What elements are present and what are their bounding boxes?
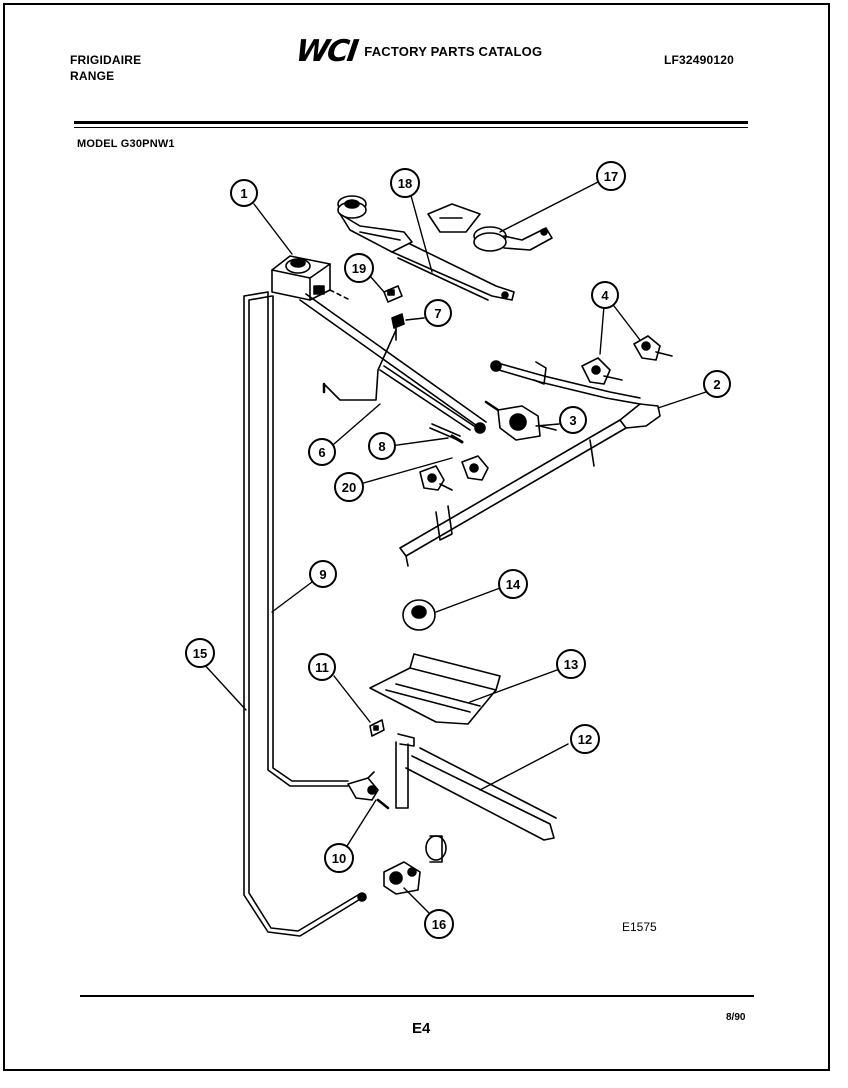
brand-block: FRIGIDAIRE RANGE — [70, 52, 141, 84]
callout-label: 20 — [342, 480, 356, 495]
callout-8: 8 — [368, 432, 396, 460]
callout-label: 15 — [193, 646, 207, 661]
callout-17: 17 — [596, 161, 626, 191]
callout-3: 3 — [559, 406, 587, 434]
part-baffle — [369, 653, 501, 725]
part-safety-valve — [383, 835, 447, 895]
figure-id: E1575 — [622, 920, 657, 934]
part-valve-manifold-bar — [399, 360, 661, 567]
catalog-title: FACTORY PARTS CATALOG — [364, 44, 543, 59]
callout-label: 1 — [240, 186, 247, 201]
callout-4: 4 — [591, 281, 619, 309]
callout-label: 17 — [604, 169, 618, 184]
footer-rule — [80, 995, 754, 997]
callout-19: 19 — [344, 253, 374, 283]
part-pilot-tubing — [322, 329, 475, 431]
document-number: LF32490120 — [664, 53, 735, 67]
callout-label: 10 — [332, 851, 346, 866]
callout-12: 12 — [570, 724, 600, 754]
callout-7: 7 — [424, 299, 452, 327]
callout-15: 15 — [185, 638, 215, 668]
callout-label: 6 — [318, 445, 325, 460]
part-oven-supply-tube — [267, 291, 349, 787]
page-frame — [3, 3, 830, 1071]
callout-label: 12 — [578, 732, 592, 747]
part-fitting — [391, 313, 405, 341]
callout-11: 11 — [308, 653, 336, 681]
leader-lines — [201, 181, 707, 915]
model-number: MODEL G30PNW1 — [77, 138, 175, 150]
callout-label: 16 — [432, 917, 446, 932]
callout-label: 13 — [564, 657, 578, 672]
part-clip — [369, 719, 385, 737]
part-manifold-pipe — [299, 289, 487, 434]
callout-label: 9 — [319, 567, 326, 582]
header-rule-thin — [74, 127, 748, 128]
callout-2: 2 — [703, 370, 731, 398]
part-burner-valve — [484, 400, 557, 441]
part-top-burner-right — [427, 203, 553, 252]
part-knob — [402, 599, 436, 631]
part-orifice-spud — [429, 423, 464, 444]
catalog-header: WCI FACTORY PARTS CATALOG — [294, 34, 543, 69]
revision-date: 8/90 — [726, 1012, 746, 1023]
callout-label: 2 — [713, 377, 720, 392]
callout-16: 16 — [424, 909, 454, 939]
callout-label: 14 — [506, 577, 521, 592]
part-top-burner-left — [337, 195, 515, 301]
callout-label: 8 — [378, 439, 385, 454]
part-oven-burner — [395, 733, 557, 841]
callout-1: 1 — [230, 179, 258, 207]
page-number: E4 — [412, 1020, 431, 1037]
brand-name: FRIGIDAIRE — [70, 53, 142, 67]
callout-label: 4 — [601, 288, 609, 303]
callout-10: 10 — [324, 843, 354, 873]
part-bracket — [383, 285, 403, 303]
callout-label: 18 — [398, 176, 412, 191]
part-orifice-holder — [347, 771, 390, 810]
callout-6: 6 — [308, 438, 336, 466]
part-valve-pair — [581, 335, 673, 385]
callout-13: 13 — [556, 649, 586, 679]
callout-label: 11 — [315, 660, 329, 675]
callout-label: 19 — [352, 261, 366, 276]
callout-18: 18 — [390, 168, 420, 198]
callout-label: 3 — [569, 413, 576, 428]
product-type: RANGE — [70, 69, 115, 83]
part-main-supply-tube — [243, 291, 367, 937]
callout-9: 9 — [309, 560, 337, 588]
callout-label: 7 — [434, 306, 441, 321]
header-rule — [74, 121, 748, 124]
callout-14: 14 — [498, 569, 528, 599]
callout-20: 20 — [334, 472, 364, 502]
part-valve-lower-pair — [419, 455, 489, 491]
